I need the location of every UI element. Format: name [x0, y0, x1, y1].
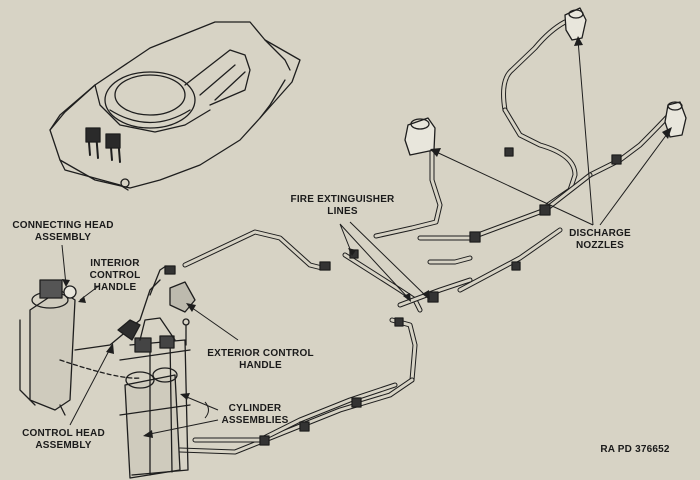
leader-discharge — [431, 39, 671, 226]
label-fire-extinguisher-lines: FIRE EXTINGUISHER LINES — [290, 194, 395, 217]
cylinder-assemblies — [119, 317, 191, 479]
leader-arrowheads — [62, 36, 672, 438]
label-connecting-head-assembly: CONNECTING HEAD ASSEMBLY — [12, 220, 114, 243]
leader-control-head — [69, 344, 113, 426]
connecting-head-cylinder — [19, 279, 161, 416]
label-exterior-control-handle: EXTERIOR CONTROL HANDLE — [207, 348, 314, 371]
vehicle-hull-illustration — [49, 21, 301, 191]
interior-control-handle-part — [117, 265, 167, 341]
brace-cylinder — [204, 401, 209, 419]
label-discharge-nozzles: DISCHARGE NOZZLES — [569, 228, 631, 251]
figure-reference-number: RA PD 376652 — [600, 444, 670, 455]
label-cylinder-assemblies: CYLINDER ASSEMBLIES — [221, 403, 289, 426]
label-interior-control-handle: INTERIOR CONTROL HANDLE — [89, 258, 141, 293]
leader-lines — [61, 39, 671, 436]
discharge-nozzle-top — [564, 7, 587, 41]
leader-exterior-control — [187, 304, 239, 341]
label-control-head-assembly: CONTROL HEAD ASSEMBLY — [22, 428, 105, 451]
leader-connecting-head — [61, 244, 67, 286]
